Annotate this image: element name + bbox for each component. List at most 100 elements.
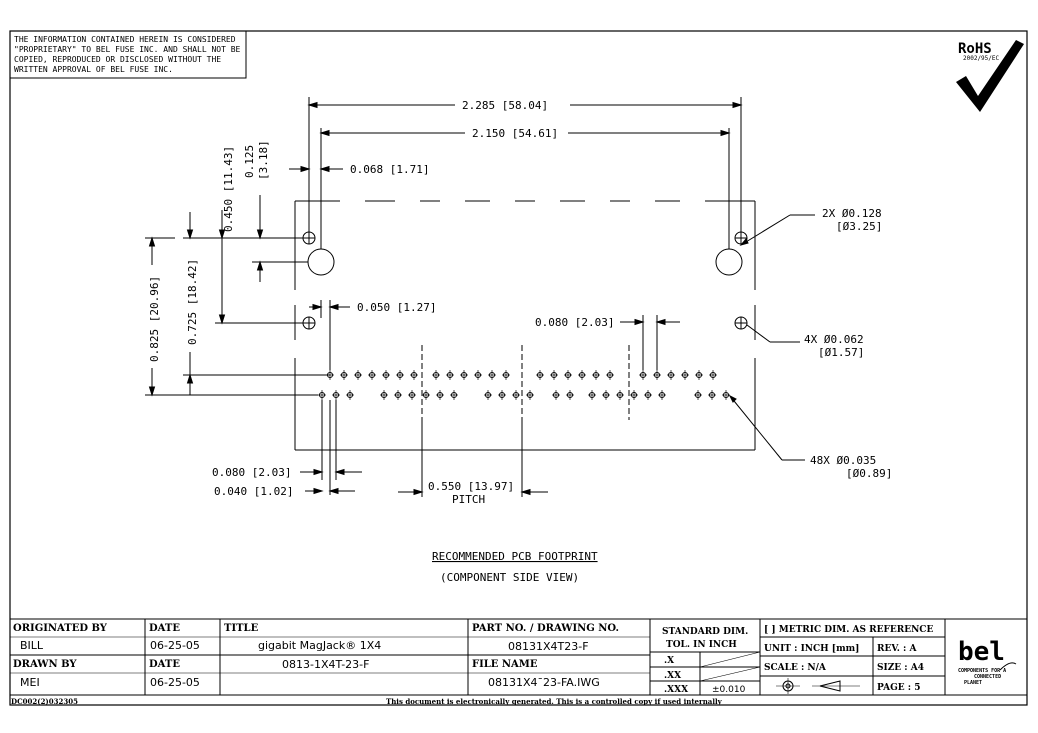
pin-pad xyxy=(602,390,610,400)
callout-pins-mm: [Ø0.89] xyxy=(846,467,892,480)
dim-050: 0.050 [1.27] xyxy=(357,301,436,314)
callout-big-holes: 2X Ø0.128 xyxy=(822,207,882,220)
pin-pad xyxy=(526,390,534,400)
title-label: TITLE xyxy=(224,623,259,634)
pin-pad xyxy=(630,390,638,400)
scale-field: SCALE : N/A xyxy=(764,663,827,673)
proprietary-notice: THE INFORMATION CONTAINED HEREIN IS CONS… xyxy=(10,30,247,79)
pin-pad xyxy=(512,390,520,400)
view-title: RECOMMENDED PCB FOOTPRINT xyxy=(432,550,598,563)
file-name-value: 08131X4¯23-FA.IWG xyxy=(488,676,600,689)
rohs-directive: 2002/95/EC xyxy=(963,55,1000,62)
callout-big-holes-mm: [Ø3.25] xyxy=(836,220,882,233)
pin-pad xyxy=(408,390,416,400)
dim-450: 0.450 [11.43] xyxy=(222,146,235,232)
component-outline xyxy=(294,200,756,451)
pin-pad xyxy=(566,390,574,400)
checkmark-icon xyxy=(956,40,1024,112)
title-block xyxy=(10,618,1027,696)
dimensions xyxy=(145,97,815,497)
size-field: SIZE : A4 xyxy=(877,663,924,673)
dim-overall: 2.285 [58.04] xyxy=(462,99,548,112)
tol-x: .X xyxy=(664,656,674,666)
footer-note: This document is electronically generate… xyxy=(386,697,723,706)
dim-125b: [3.18] xyxy=(257,140,270,180)
mounting-holes xyxy=(302,231,748,330)
tol-xxx-value: ±0.010 xyxy=(712,685,746,695)
bel-tagline-2: CONNECTED xyxy=(974,674,1001,680)
bel-swoosh-icon xyxy=(999,662,1017,671)
pin-pad xyxy=(644,390,652,400)
pin-pad xyxy=(460,370,468,380)
dim-080-top: 0.080 [2.03] xyxy=(535,316,614,329)
pin-pad xyxy=(488,370,496,380)
rohs-mark: RoHS 2002/95/EC xyxy=(956,40,1024,112)
file-name-label: FILE NAME xyxy=(472,659,538,670)
callout-pins: 48X Ø0.035 xyxy=(810,454,876,467)
pin-pad xyxy=(616,390,624,400)
pin-pad xyxy=(502,370,510,380)
title-line-1: gigabit MagJack® 1X4 xyxy=(258,639,381,652)
tol-label: TOL. IN INCH xyxy=(666,640,737,650)
pin-pad xyxy=(536,370,544,380)
date-label-2: DATE xyxy=(149,659,180,670)
pin-pad xyxy=(394,390,402,400)
sheet-border xyxy=(9,30,1028,706)
pin-pad xyxy=(578,370,586,380)
rohs-label: RoHS xyxy=(958,41,992,57)
pin-pad xyxy=(432,370,440,380)
notice-line-2: "PROPRIETARY" TO BEL FUSE INC. AND SHALL… xyxy=(14,45,241,54)
pin-pad xyxy=(709,370,717,380)
dim-725: 0.725 [18.42] xyxy=(186,259,199,345)
dim-825: 0.825 [20.96] xyxy=(148,276,161,362)
callout-mid-holes: 4X Ø0.062 xyxy=(804,333,864,346)
drawn-by-label: DRAWN BY xyxy=(13,659,77,670)
part-no-label: PART NO. / DRAWING NO. xyxy=(472,623,619,634)
originated-by-value: BILL xyxy=(20,639,44,652)
pin-pad xyxy=(722,390,730,400)
pin-pad xyxy=(450,390,458,400)
drawn-by-value: MEI xyxy=(20,676,40,689)
dim-068: 0.068 [1.71] xyxy=(350,163,429,176)
pin-pad xyxy=(368,370,376,380)
rev-field: REV. : A xyxy=(877,644,917,654)
metric-note: [ ] METRIC DIM. AS REFERENCE xyxy=(764,625,933,635)
unit-field: UNIT : INCH [mm] xyxy=(764,644,859,654)
date-value-1: 06-25-05 xyxy=(150,639,200,652)
bel-tagline-1: COMPONENTS FOR A xyxy=(958,668,1006,674)
pin-pad xyxy=(436,390,444,400)
dim-pitch-label: PITCH xyxy=(452,493,485,506)
bel-tagline-3: PLANET xyxy=(964,680,982,686)
pin-pad xyxy=(446,370,454,380)
dimension-labels: 2.285 [58.04] 2.150 [54.61] 0.068 [1.71]… xyxy=(148,99,892,584)
pin-pad xyxy=(318,390,326,400)
pin-pad xyxy=(382,370,390,380)
pin-array xyxy=(318,370,730,400)
pin-pad xyxy=(639,370,647,380)
pin-pad xyxy=(410,370,418,380)
pin-pad xyxy=(667,370,675,380)
title-block-text: ORIGINATED BY BILL DATE 06-25-05 DRAWN B… xyxy=(11,623,1017,706)
pin-pad xyxy=(332,390,340,400)
pin-pad xyxy=(346,390,354,400)
pin-pad xyxy=(474,370,482,380)
dim-pitch-value: 0.550 [13.97] xyxy=(428,480,514,493)
pin-pad xyxy=(340,370,348,380)
dim-040: 0.040 [1.02] xyxy=(214,485,293,498)
pcb-footprint xyxy=(294,200,756,451)
pin-pad xyxy=(588,390,596,400)
notice-line-3: COPIED, REPRODUCED OR DISCLOSED WITHOUT … xyxy=(14,55,221,64)
pin-pad xyxy=(681,370,689,380)
pin-pad xyxy=(708,390,716,400)
pin-pad xyxy=(592,370,600,380)
large-hole-left xyxy=(307,248,335,276)
pin-pad xyxy=(354,370,362,380)
part-no-value: 08131X4T23-F xyxy=(508,640,589,653)
dim-080-bottom: 0.080 [2.03] xyxy=(212,466,291,479)
title-line-2: 0813-1X4T-23-F xyxy=(282,658,369,671)
notice-line-4: WRITTEN APPROVAL OF BEL FUSE INC. xyxy=(14,65,173,74)
pin-pad xyxy=(658,390,666,400)
std-dim-label: STANDARD DIM. xyxy=(662,627,748,637)
pin-pad xyxy=(694,390,702,400)
